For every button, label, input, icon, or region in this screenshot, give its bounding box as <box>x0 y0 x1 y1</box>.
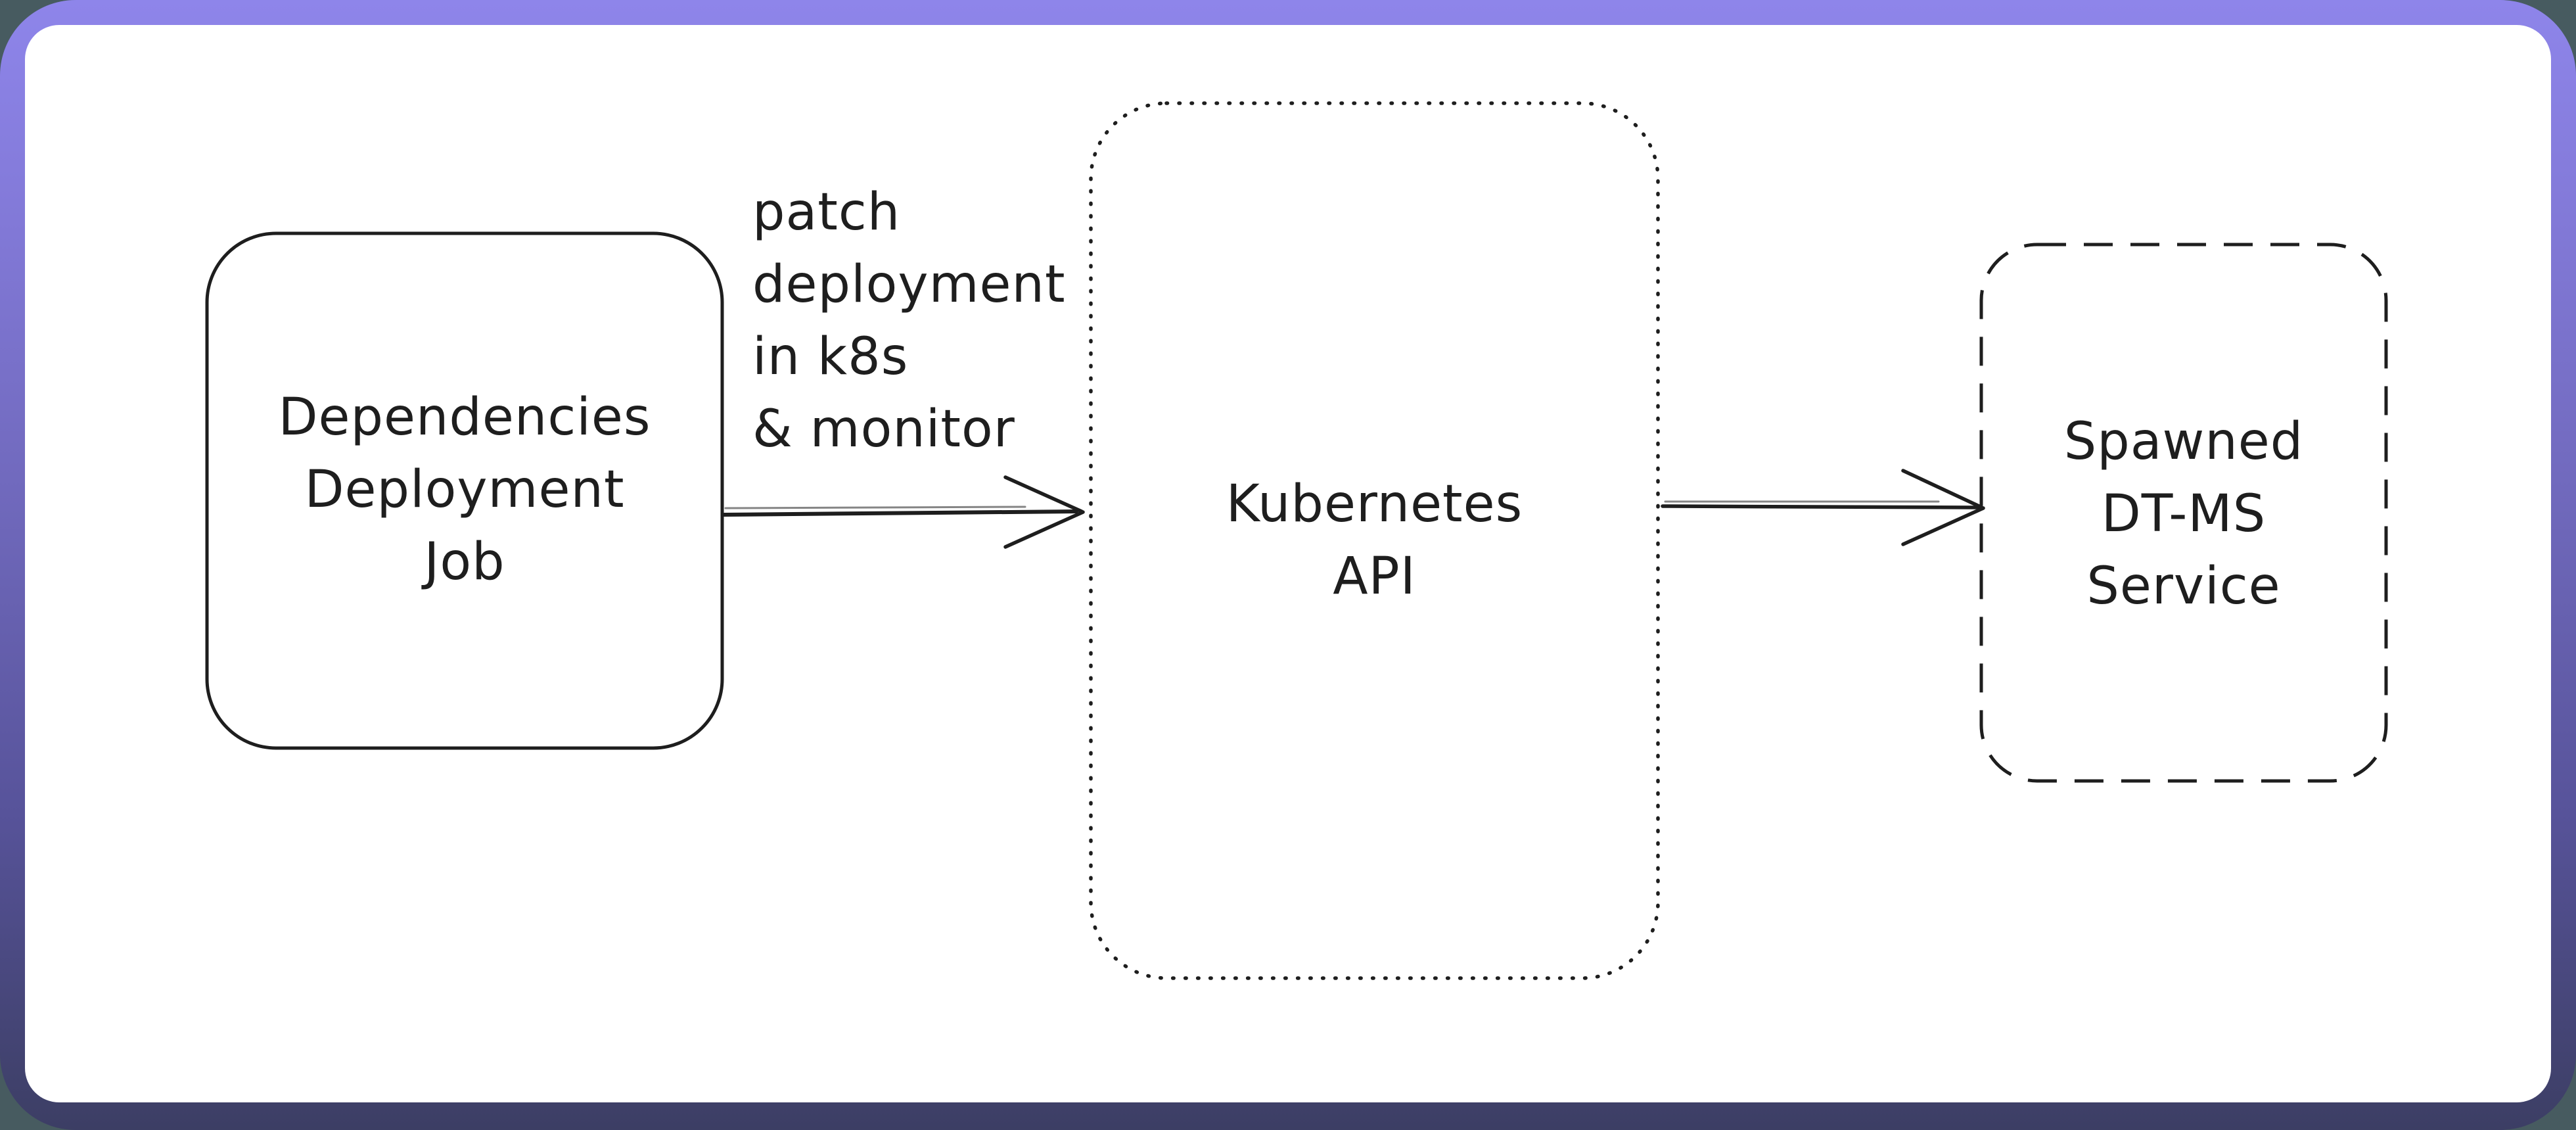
edge-label-line: deployment <box>752 255 1066 314</box>
node-label-line: API <box>1333 547 1416 606</box>
node-label-spawned-dt-ms-service: Spawned DT-MS Service <box>1981 406 2386 623</box>
edge-label-line: & monitor <box>752 400 1015 459</box>
edge-label-line: patch <box>752 183 901 242</box>
node-label-line: Deployment <box>304 460 625 519</box>
node-label-line: Spawned <box>2063 412 2304 471</box>
edge-label-patch-deployment: patch deployment in k8s & monitor <box>752 176 1066 465</box>
node-label-line: Job <box>424 532 505 592</box>
node-label-dependencies-deployment-job: Dependencies Deployment Job <box>207 381 722 598</box>
edge-label-line: in k8s <box>752 327 909 387</box>
node-label-line: Dependencies <box>278 388 651 447</box>
node-label-line: Kubernetes <box>1226 475 1523 534</box>
node-label-kubernetes-api: Kubernetes API <box>1091 468 1658 613</box>
node-label-line: DT-MS <box>2101 484 2266 544</box>
node-label-line: Service <box>2086 557 2281 616</box>
